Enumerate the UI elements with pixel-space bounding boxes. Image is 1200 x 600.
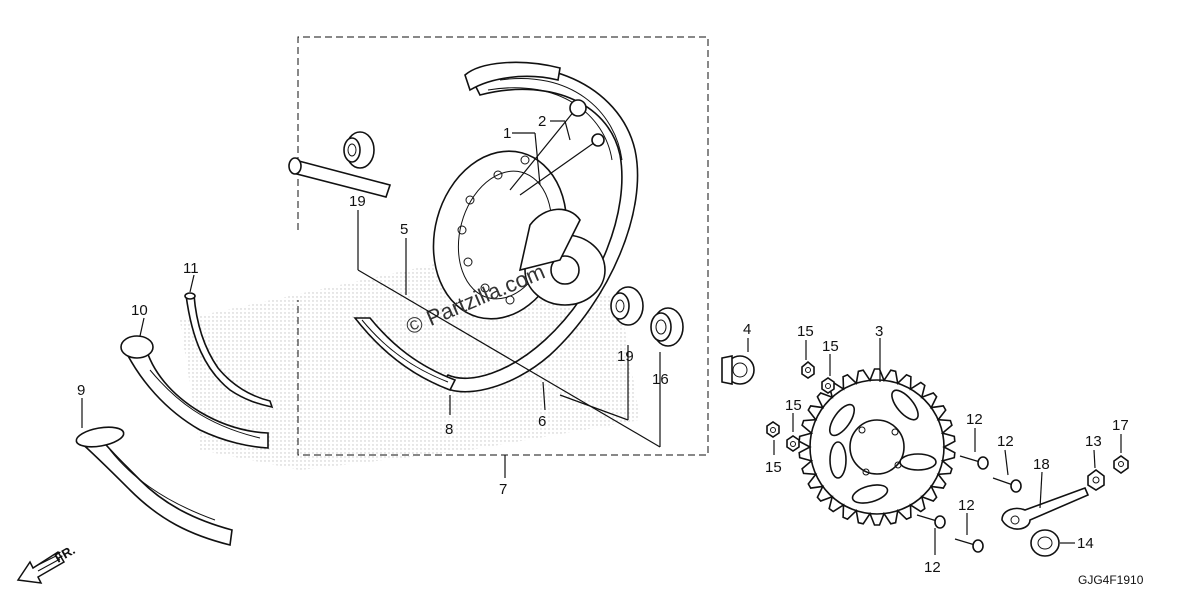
callout-19-b: 19 <box>617 348 634 365</box>
front-arrow-icon <box>16 550 66 584</box>
tire <box>75 426 233 546</box>
callout-7: 7 <box>499 481 507 498</box>
nut-15-d <box>786 435 800 452</box>
sprocket-tooth-outline <box>798 368 956 526</box>
callout-12-b: 12 <box>997 433 1014 450</box>
wheel-assembly <box>353 61 639 393</box>
callout-15-c: 15 <box>785 397 802 414</box>
callout-10: 10 <box>131 302 148 319</box>
callout-18: 18 <box>1033 456 1050 473</box>
callout-labels: 1 2 3 4 5 6 7 8 9 10 11 12 12 12 12 13 1… <box>77 113 1129 576</box>
callout-17: 17 <box>1112 417 1129 434</box>
bolt-12-d <box>954 538 984 553</box>
callout-13: 13 <box>1085 433 1102 450</box>
sprocket-spacer <box>721 355 755 385</box>
callout-11: 11 <box>183 260 199 277</box>
callout-16: 16 <box>652 371 669 388</box>
front-direction-indicator: FR. <box>16 542 78 584</box>
dust-seal <box>650 307 684 347</box>
sprocket-teeth <box>798 368 956 526</box>
bolt-12-a <box>959 455 989 470</box>
bolt-12-c <box>916 514 946 529</box>
flange-nut <box>1030 529 1060 557</box>
bearing-left <box>343 131 375 169</box>
callout-2: 2 <box>538 113 546 130</box>
callout-12-a: 12 <box>966 411 983 428</box>
callout-12-c: 12 <box>958 497 975 514</box>
driven-sprocket <box>809 379 945 515</box>
axle-collar <box>288 157 392 198</box>
callout-15-a: 15 <box>797 323 814 340</box>
callout-15-d: 15 <box>765 459 782 476</box>
diagram-code: GJG4F1910 <box>1078 573 1144 587</box>
callout-1: 1 <box>503 125 511 142</box>
nut-15-c <box>766 421 780 438</box>
callout-3: 3 <box>875 323 883 340</box>
nut-17 <box>1113 455 1129 474</box>
callout-12-d: 12 <box>924 559 941 576</box>
callout-6: 6 <box>538 413 546 430</box>
callout-5: 5 <box>400 221 408 238</box>
callout-4: 4 <box>743 321 751 338</box>
nut-15-b <box>821 377 835 394</box>
callout-15-b: 15 <box>822 338 839 355</box>
leader-lines <box>81 120 1122 555</box>
callout-8: 8 <box>445 421 453 438</box>
bolt-12-b <box>992 477 1022 493</box>
nut-15-a <box>801 360 815 379</box>
bearing-right <box>610 286 644 326</box>
callout-19-a: 19 <box>349 193 366 210</box>
chain-adjuster <box>1001 486 1090 530</box>
callout-9: 9 <box>77 382 85 399</box>
inner-tube <box>120 335 269 449</box>
assembly-box <box>297 36 709 456</box>
callout-14: 14 <box>1077 535 1094 552</box>
rim-band <box>184 292 274 409</box>
nut-13 <box>1087 469 1105 491</box>
